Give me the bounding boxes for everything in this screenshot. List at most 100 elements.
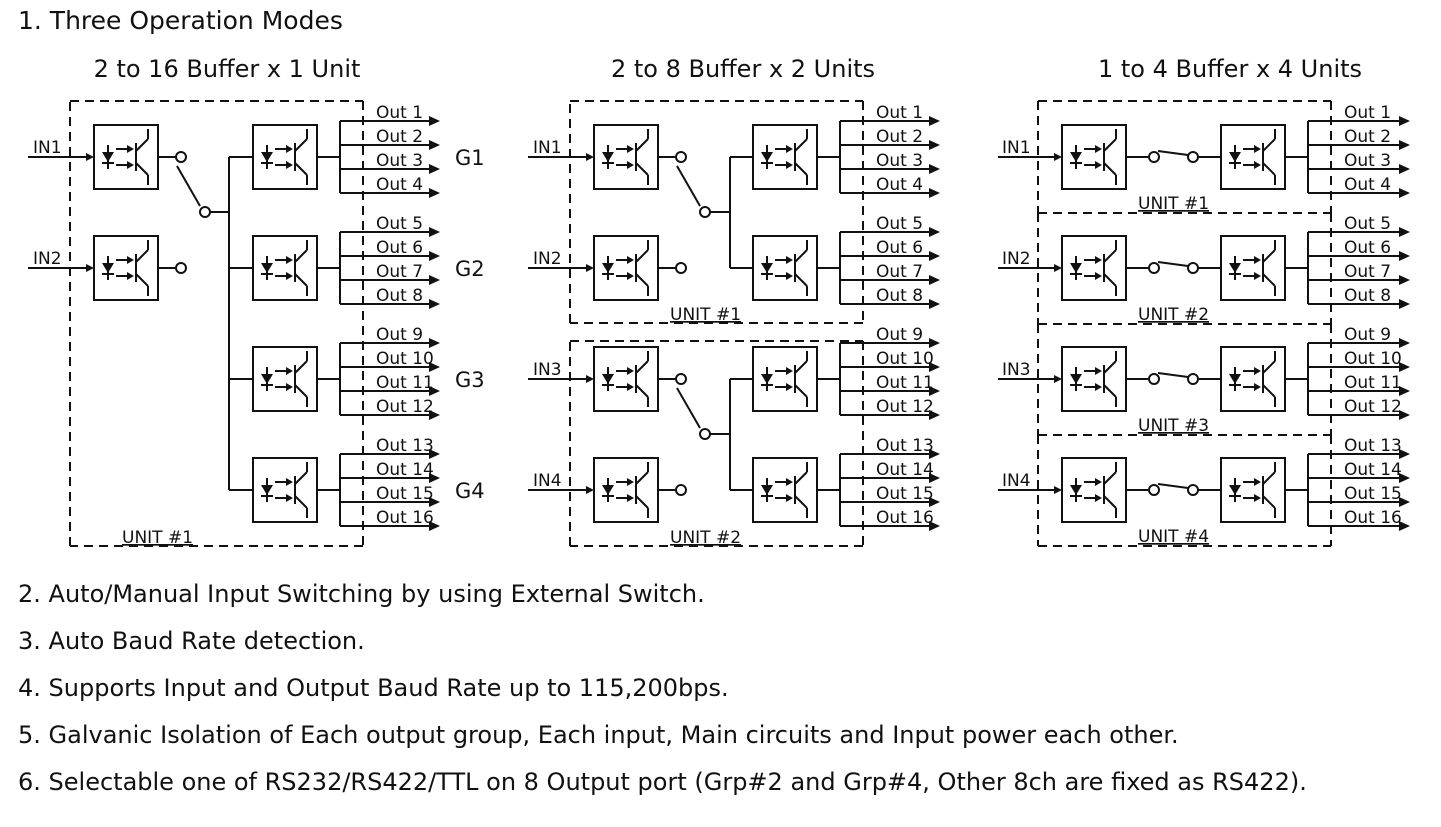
mode3-unit2-label: UNIT #2: [1138, 305, 1209, 325]
mode2-out-label-7: Out 7: [876, 262, 923, 282]
mode3-out-label-5: Out 5: [1344, 214, 1391, 234]
mode1-unit-label: UNIT #1: [122, 528, 193, 548]
mode1-out-arrow-2: [429, 140, 440, 150]
mode3-output-opto-4: [1220, 457, 1286, 523]
mode1-out-arrow-11: [429, 386, 440, 396]
mode3-input-label-4: IN4: [1002, 471, 1031, 491]
mode3-out-arrow-2: [1399, 140, 1410, 150]
mode1-input-opto-1: [93, 124, 159, 190]
mode2-unit1-label: UNIT #1: [670, 305, 741, 325]
mode3-out-label-11: Out 11: [1344, 373, 1402, 393]
mode2-out-label-11: Out 11: [876, 373, 934, 393]
mode2-out-arrow-13: [929, 449, 940, 459]
mode1-out-label-15: Out 15: [376, 484, 434, 504]
mode1-out-arrow-13: [429, 449, 440, 459]
mode3-out-arrow-9: [1399, 338, 1410, 348]
mode3-unit3-label: UNIT #3: [1138, 416, 1209, 436]
mode3-switch-contact-a-4: [1148, 484, 1160, 496]
mode1-out-label-4: Out 4: [376, 175, 423, 195]
mode-3-title: 1 to 4 Buffer x 4 Units: [1097, 55, 1363, 83]
mode2-out-label-6: Out 6: [876, 238, 923, 258]
feature-6: 6. Selectable one of RS232/RS422/TTL on …: [18, 768, 1307, 796]
mode2-out-arrow-10: [929, 362, 940, 372]
mode1-out-label-7: Out 7: [376, 262, 423, 282]
mode2-out-arrow-6: [929, 251, 940, 261]
mode3-out-arrow-7: [1399, 275, 1410, 285]
mode2-out-arrow-2: [929, 140, 940, 150]
mode3-out-label-3: Out 3: [1344, 151, 1391, 171]
mode1-out-label-2: Out 2: [376, 127, 423, 147]
mode1-input-label-1: IN1: [33, 138, 62, 158]
mode1-out-arrow-1: [429, 116, 440, 126]
mode3-switch-lever-3: [1157, 372, 1189, 378]
mode2-out-arrow-16: [929, 521, 940, 531]
mode3-switch-lever-4: [1157, 483, 1189, 489]
mode1-out-arrow-12: [429, 410, 440, 420]
mode1-out-label-1: Out 1: [376, 103, 423, 123]
mode1-group-label-2: G2: [455, 257, 485, 281]
mode3-out-label-14: Out 14: [1344, 460, 1402, 480]
mode2-out-arrow-7: [929, 275, 940, 285]
mode3-switch-contact-b-1: [1187, 151, 1199, 163]
mode3-switch-contact-b-4: [1187, 484, 1199, 496]
mode1-out-label-11: Out 11: [376, 373, 434, 393]
mode2-switch-contact-3: [675, 373, 687, 385]
mode2-out-arrow-4: [929, 188, 940, 198]
feature-2: 2. Auto/Manual Input Switching by using …: [18, 580, 705, 608]
mode2-out-arrow-15: [929, 497, 940, 507]
mode2-input-label-2: IN2: [533, 249, 562, 269]
mode3-out-label-16: Out 16: [1344, 508, 1402, 528]
mode2-out-label-9: Out 9: [876, 325, 923, 345]
mode1-out-label-5: Out 5: [376, 214, 423, 234]
mode2-out-label-2: Out 2: [876, 127, 923, 147]
mode1-out-arrow-16: [429, 521, 440, 531]
mode2-input-opto-3: [593, 346, 659, 412]
mode3-switch-lever-2: [1157, 261, 1189, 267]
mode3-out-arrow-3: [1399, 164, 1410, 174]
mode2-input-opto-2: [593, 235, 659, 301]
mode2-out-label-12: Out 12: [876, 397, 934, 417]
mode1-out-arrow-3: [429, 164, 440, 174]
mode2-switch-pivot-2: [699, 428, 711, 440]
mode3-out-label-13: Out 13: [1344, 436, 1402, 456]
mode1-out-label-9: Out 9: [376, 325, 423, 345]
mode2-output-opto-4: [752, 457, 818, 523]
mode3-output-opto-3: [1220, 346, 1286, 412]
mode3-out-arrow-4: [1399, 188, 1410, 198]
mode3-out-label-8: Out 8: [1344, 286, 1391, 306]
mode3-input-label-3: IN3: [1002, 360, 1031, 380]
mode1-out-arrow-4: [429, 188, 440, 198]
mode1-group-label-4: G4: [455, 479, 485, 503]
mode3-switch-contact-b-3: [1187, 373, 1199, 385]
mode2-switch-contact-4: [675, 484, 687, 496]
mode3-out-arrow-10: [1399, 362, 1410, 372]
mode2-out-label-3: Out 3: [876, 151, 923, 171]
mode1-output-opto-2: [252, 235, 318, 301]
mode2-out-label-10: Out 10: [876, 349, 934, 369]
mode1-switch-lever: [176, 165, 201, 207]
mode3-out-arrow-1: [1399, 116, 1410, 126]
mode1-output-opto-4: [252, 457, 318, 523]
mode3-out-label-9: Out 9: [1344, 325, 1391, 345]
mode3-input-label-2: IN2: [1002, 249, 1031, 269]
mode2-input-opto-1: [593, 124, 659, 190]
mode2-input-label-3: IN3: [533, 360, 562, 380]
mode1-output-opto-1: [252, 124, 318, 190]
mode3-switch-contact-a-2: [1148, 262, 1160, 274]
mode2-out-arrow-11: [929, 386, 940, 396]
mode1-out-arrow-8: [429, 299, 440, 309]
mode3-out-label-1: Out 1: [1344, 103, 1391, 123]
mode2-input-label-4: IN4: [533, 471, 562, 491]
mode3-out-label-15: Out 15: [1344, 484, 1402, 504]
mode-2-title: 2 to 8 Buffer x 2 Units: [610, 55, 876, 83]
mode2-unit2-label: UNIT #2: [670, 528, 741, 548]
mode1-out-arrow-6: [429, 251, 440, 261]
mode3-out-arrow-6: [1399, 251, 1410, 261]
mode3-input-opto-4: [1061, 457, 1127, 523]
mode2-out-label-5: Out 5: [876, 214, 923, 234]
mode2-out-label-15: Out 15: [876, 484, 934, 504]
mode2-out-label-16: Out 16: [876, 508, 934, 528]
mode3-out-arrow-13: [1399, 449, 1410, 459]
mode3-switch-contact-a-1: [1148, 151, 1160, 163]
mode3-out-label-2: Out 2: [1344, 127, 1391, 147]
